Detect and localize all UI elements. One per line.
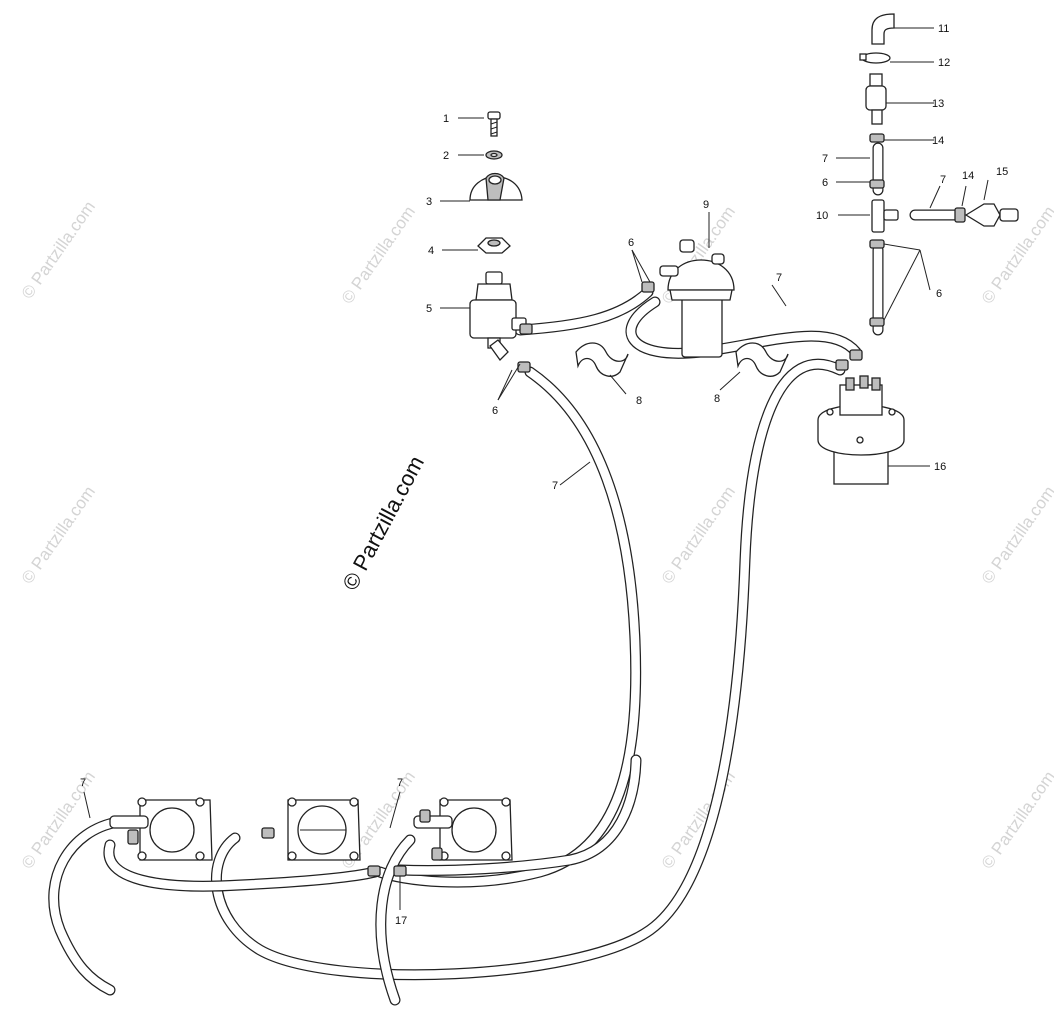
hose-clamp [835,359,849,371]
carburetor-right [413,797,513,861]
hose-clamp [869,317,885,327]
callout-labels: 1 2 3 4 5 6 6 6 6 7 7 7 7 7 7 8 8 9 10 1… [80,23,1008,927]
tee-fitting-lower [367,865,381,877]
hose-clamp [869,239,885,249]
callout-12: 12 [938,57,950,69]
hose-clamp [849,349,863,361]
watermark-main: © Partzilla.com [337,452,429,595]
hose-clamp-top [859,52,891,64]
vent-valve [964,203,1019,227]
watermark-tile: © Partzilla.com [978,768,1054,873]
hoses [48,142,964,1006]
callout-9: 9 [703,199,709,211]
hose-clamp [869,179,885,189]
fuel-pickup [817,375,905,485]
tee-fitting [871,199,899,233]
leader-lines [83,27,989,910]
callout-7: 7 [776,272,782,284]
watermark-tile: © Partzilla.com [658,483,739,588]
callout-14: 14 [962,170,974,182]
hose-clamp [641,281,655,293]
callout-2: 2 [443,150,449,162]
callout-8: 8 [714,393,720,405]
callout-6: 6 [936,288,942,300]
hose-clamp [869,133,885,143]
callout-7: 7 [822,153,828,165]
callout-11: 11 [938,23,949,35]
watermark-tile: © Partzilla.com [18,198,99,303]
parts [109,13,1019,877]
callout-16: 16 [934,461,946,473]
callout-7: 7 [397,777,403,789]
callout-1: 1 [443,113,449,125]
callout-5: 5 [426,303,432,315]
tee-fitting-lower [393,865,407,877]
callout-6: 6 [492,405,498,417]
callout-6: 6 [822,177,828,189]
knob [469,172,523,201]
hose-clamp [517,361,531,373]
callout-3: 3 [426,196,432,208]
callout-14: 14 [932,135,944,147]
screw [487,111,501,137]
hose-clip-left [575,342,629,377]
watermark-tiles: © Partzilla.com © Partzilla.com © Partzi… [18,198,1054,873]
callout-4: 4 [428,245,434,257]
fuel-filter [659,239,735,358]
fuel-valve [469,271,527,362]
nut [477,237,511,254]
callout-7: 7 [80,777,86,789]
callout-6: 6 [628,237,634,249]
callout-7: 7 [940,174,946,186]
watermark-tile: © Partzilla.com [18,768,99,873]
watermark-tile: © Partzilla.com [18,483,99,588]
watermark-tile: © Partzilla.com [338,203,419,308]
watermark-tile: © Partzilla.com [978,483,1054,588]
callout-10: 10 [816,210,828,222]
hose-clamp [519,323,533,335]
callout-7: 7 [552,480,558,492]
callout-13: 13 [932,98,944,110]
hose-clip-right [735,342,789,377]
elbow-fitting [871,13,895,45]
callout-8: 8 [636,395,642,407]
carburetor-left [109,797,213,861]
callout-15: 15 [996,166,1008,178]
check-valve [865,73,887,125]
callout-17: 17 [395,915,407,927]
carburetor-middle [261,797,361,861]
hose-clamp [954,207,966,223]
